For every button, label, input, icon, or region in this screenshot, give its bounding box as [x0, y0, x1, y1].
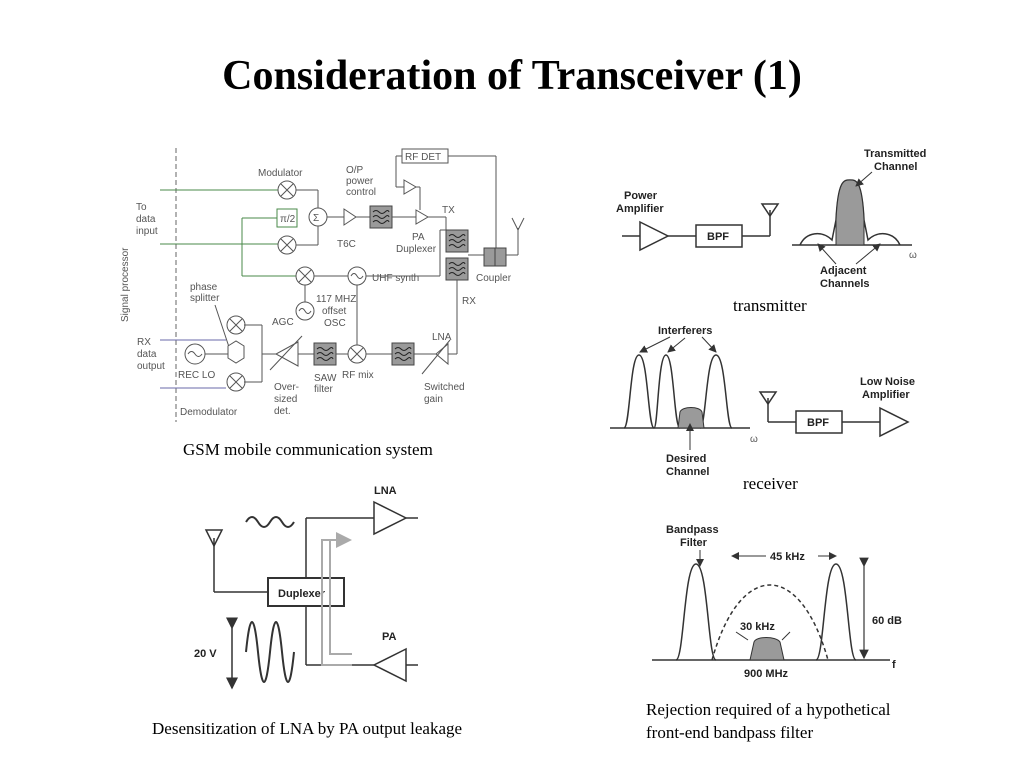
caption-desense: Desensitization of LNA by PA output leak… [152, 719, 463, 738]
label-rx: RX [462, 296, 476, 307]
label-rf-det: RF DET [405, 152, 441, 163]
label-lna-2: Amplifier [862, 389, 910, 401]
label-rx-data-3: output [137, 361, 165, 372]
label-phase-1: phase [190, 282, 218, 293]
label-desense-lna: LNA [374, 485, 397, 497]
label-t6c: T6C [337, 239, 356, 250]
label-offset-2: offset [322, 306, 346, 317]
label-uhf-synth: UHF synth [372, 273, 419, 284]
label-rf-mix: RF mix [342, 370, 374, 381]
label-bandpass-2: Filter [680, 537, 708, 549]
label-30khz: 30 kHz [740, 621, 775, 633]
label-power-2: Amplifier [616, 203, 664, 215]
label-switched-1: Switched [424, 382, 465, 393]
filter-rejection-diagram: Bandpass Filter f 30 kHz 900 MHz 45 kHz … [652, 524, 902, 680]
label-saw-1: SAW [314, 373, 337, 384]
label-switched-2: gain [424, 394, 443, 405]
caption-transmitter: transmitter [733, 296, 807, 315]
label-to-data-1: To [136, 202, 147, 213]
label-tx: TX [442, 205, 455, 216]
label-voltage: 20 V [194, 648, 217, 660]
label-45khz: 45 kHz [770, 551, 805, 563]
label-rec-lo: REC LO [178, 370, 215, 381]
label-rx-data-1: RX [137, 337, 151, 348]
label-lna-gsm: LNA [432, 332, 452, 343]
label-saw-2: filter [314, 384, 334, 395]
caption-receiver: receiver [743, 474, 798, 493]
label-transmitted-2: Channel [874, 161, 917, 173]
label-pi2: π/2 [280, 214, 296, 225]
page-title: Consideration of Transceiver (1) [222, 53, 802, 99]
label-over-2: sized [274, 394, 297, 405]
label-op-2: power [346, 176, 374, 187]
transmitter-diagram: Power Amplifier BPF Transmitted Channel … [616, 148, 926, 290]
label-tx-omega: ω [909, 250, 917, 261]
label-desired-2: Channel [666, 466, 709, 478]
label-to-data-3: input [136, 226, 158, 237]
label-power-1: Power [624, 190, 658, 202]
label-bandpass-1: Bandpass [666, 524, 719, 536]
label-transmitted-1: Transmitted [864, 148, 926, 160]
label-op-1: O/P [346, 165, 364, 176]
label-to-data-2: data [136, 214, 156, 225]
gsm-block-diagram: Signal processor To data input Modulator… [120, 148, 525, 422]
label-adjacent-1: Adjacent [820, 265, 867, 277]
label-desense-pa: PA [382, 631, 397, 643]
label-desired-1: Desired [666, 453, 706, 465]
label-rx-bpf: BPF [807, 417, 829, 429]
label-tx-bpf: BPF [707, 231, 729, 243]
label-phase-2: splitter [190, 293, 220, 304]
label-sigma: Σ [313, 213, 319, 224]
label-coupler: Coupler [476, 273, 512, 284]
label-adjacent-2: Channels [820, 278, 870, 290]
label-op-3: control [346, 187, 376, 198]
caption-rejection-1: Rejection required of a hypothetical [646, 700, 891, 719]
label-over-1: Over- [274, 382, 299, 393]
label-signal-processor: Signal processor [120, 247, 131, 322]
label-duplexer: Duplexer [278, 588, 326, 600]
label-pa: PA [412, 232, 425, 243]
label-offset-3: OSC [324, 318, 346, 329]
label-rx-data-2: data [137, 349, 157, 360]
label-modulator: Modulator [258, 168, 303, 179]
caption-gsm: GSM mobile communication system [183, 440, 433, 459]
caption-rejection-2: front-end bandpass filter [646, 723, 814, 742]
label-over-3: det. [274, 406, 291, 417]
label-f: f [892, 659, 896, 671]
receiver-diagram: Interferers ω Desired Channel BPF Low No… [610, 325, 915, 478]
label-lna-1: Low Noise [860, 376, 915, 388]
label-demodulator: Demodulator [180, 407, 238, 418]
label-duplexer: Duplexer [396, 244, 437, 255]
label-900mhz: 900 MHz [744, 668, 789, 680]
label-interferers: Interferers [658, 325, 712, 337]
label-60db: 60 dB [872, 615, 902, 627]
label-agc: AGC [272, 317, 294, 328]
desense-diagram: Duplexer LNA PA 20 V [194, 485, 418, 690]
label-rx-omega: ω [750, 434, 758, 445]
label-offset-1: 117 MHZ [316, 294, 356, 305]
